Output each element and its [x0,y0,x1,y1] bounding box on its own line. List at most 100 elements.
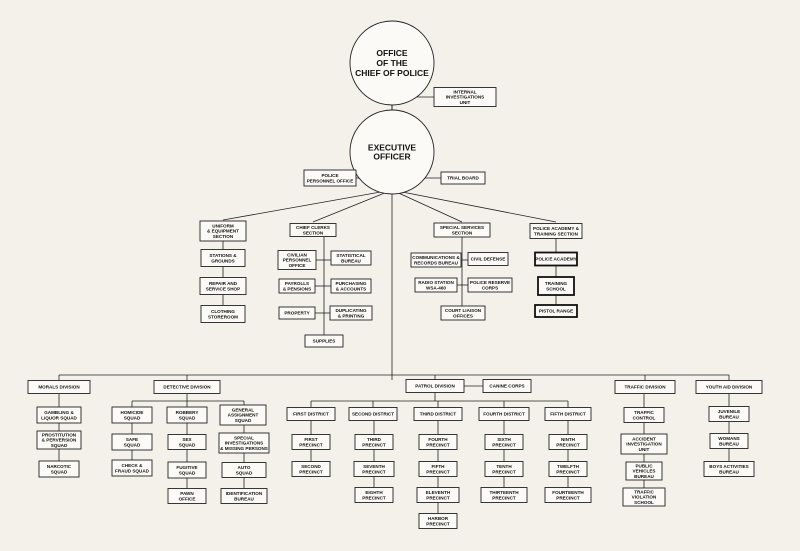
d1-box [286,407,336,421]
d3-node: THIRD DISTRICT [413,407,463,421]
ident-label-2: BUREAU [234,496,254,501]
d1-node: FIRST DISTRICT [286,407,336,421]
exec-label-1: EXECUTIVE [368,143,417,153]
sex-box [167,434,207,450]
p4-box [418,434,458,450]
homicide-label-2: SQUAD [124,415,141,420]
harbor-box [418,513,458,529]
safe-label-2: SQUAD [124,442,141,447]
p11-label-2: PRECINCT [426,495,450,500]
civilian-label-3: OFFICE [289,263,306,268]
payroll-node: PAYROLLS& PENSIONS [278,278,316,294]
duplicating-label-1: DUPLICATING [335,308,366,313]
p12-label-2: PRECINCT [556,469,580,474]
uniform-label-3: SECTION [213,234,234,239]
p1-label-1: FIRST [304,437,317,442]
traffic-box [614,380,676,394]
p3-label-2: PRECINCT [362,442,386,447]
civildef-node: CIVIL DEFENSE [467,252,509,266]
pawn-label-1: PAWN [180,491,194,496]
p3-box [354,434,394,450]
boys-box [703,461,755,477]
prostitution-label-3: SQUAD [51,443,68,448]
p7-box [353,461,395,477]
p6-label-2: PRECINCT [492,442,516,447]
academy-box [534,251,578,267]
property-node: PROPERTY [278,306,316,320]
tcontrol-label-2: CONTROL [633,415,656,420]
accident-label-2: INVESTIGATION [626,442,662,447]
payroll-label-1: PAYROLLS [285,281,309,286]
exec-label-2: OFFICER [373,152,410,162]
uniform-label-1: UNIFORM [212,223,234,228]
morals-node: MORALS DIVISION [27,380,91,394]
boys-label-2: BUREAU [719,469,739,474]
p5-label-2: PRECINCT [426,469,450,474]
pistol-label-1: PISTOL RANGE [539,309,573,314]
gambling-label-2: LIQUOR SQUAD [41,415,77,420]
civildef-label-1: CIVIL DEFENSE [471,257,506,262]
d4-label-1: FOURTH DISTRICT [483,412,525,417]
academy_sec-box [529,223,583,239]
comms-label-1: COMMUNICATIONS & [412,255,460,260]
clothing-label-1: CLOTHING [211,309,235,314]
pvb-box [625,461,663,481]
repair-box [199,277,247,295]
academy_sec-label-2: TRAINING SECTION [534,231,579,236]
comms-node: COMMUNICATIONS &RECORDS BUREAU [410,252,462,268]
statistical-label-2: BUREAU [341,258,361,263]
boys-label-1: BOYS ACTIVITIES [709,464,748,469]
purchasing-label-2: & ACCOUNTS [336,286,366,291]
check-box [111,459,153,477]
d2-node: SECOND DISTRICT [348,407,398,421]
p9-label-1: NINTH [561,437,576,442]
pvb-label-1: PUBLIC [635,463,653,468]
d2-box [348,407,398,421]
p5-box [418,461,458,477]
p14-box [544,487,592,503]
harbor-label-2: PRECINCT [426,521,450,526]
p13-box [480,487,528,503]
clothing-label-2: STOREROOM [208,314,238,319]
fugitive-label-2: SQUAD [179,470,196,475]
canine-box [482,379,532,393]
p2-label-2: PRECINCT [299,469,323,474]
harbor-label-1: HARBOR [428,516,449,521]
patrol-box [405,379,465,393]
p12-label-1: TWELFTH [557,464,580,469]
radio-label-1: RADIO STATION [418,280,454,285]
duplicating-box [329,305,373,321]
civildef-box [467,252,509,266]
juvenile-box [708,406,750,422]
p4-label-1: FOURTH [428,437,448,442]
traffic-label-1: TRAFFIC DIVISION [624,385,666,390]
tvs-label-3: SCHOOL [634,500,654,505]
p4-label-2: PRECINCT [426,442,450,447]
court-label-2: OFFICES [453,313,473,318]
gambling-node: GAMBLING &LIQUOR SQUAD [36,406,82,424]
ident-box [220,488,268,504]
canine-label-1: CANINE CORPS [489,384,524,389]
training-label-2: SCHOOL [546,286,566,291]
stations-label-2: GROUNDS [211,258,234,263]
d3-box [413,407,463,421]
check-node: CHECK &FRAUD SQUAD [111,459,153,477]
fugitive-label-1: FUGITIVE [176,465,197,470]
repair-label-1: REPAIR AND [209,281,238,286]
purchasing-label-1: PURCHASING [336,281,367,286]
traffic-node: TRAFFIC DIVISION [614,380,676,394]
civilian-label-1: CIVILIAN [287,252,307,257]
internal-label-3: UNIT [460,100,471,105]
stations-node: STATIONS &GROUNDS [200,249,246,267]
prostitution-label-1: PROSTITUTION [42,432,77,437]
fugitive-box [167,461,207,479]
gambling-box [36,406,82,424]
